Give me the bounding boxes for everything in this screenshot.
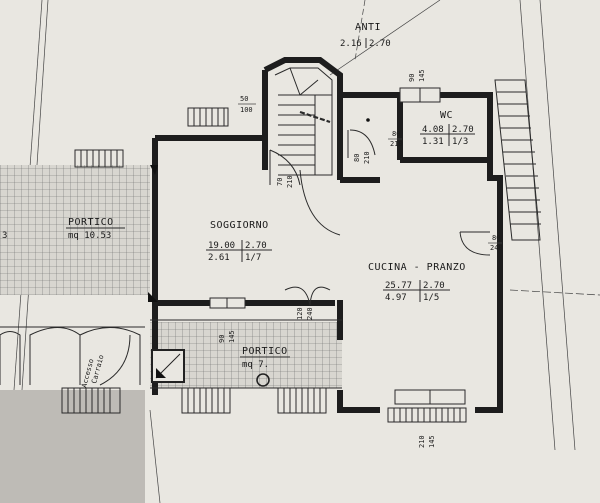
edge-number: 3 bbox=[2, 231, 7, 241]
portico-left-tiles bbox=[0, 165, 150, 295]
cucina-label: CUCINA - PRANZO bbox=[368, 262, 466, 273]
dim-soggiorno-window-h: 145 bbox=[228, 330, 236, 343]
soggiorno-m1: 19.00 bbox=[208, 241, 235, 251]
cucina-m3: 4.97 bbox=[385, 293, 407, 303]
dim-wc-door-w: 80 bbox=[392, 130, 400, 138]
soggiorno-m3: 2.61 bbox=[208, 253, 230, 263]
wc-m2: 2.70 bbox=[452, 125, 474, 135]
portico-bottom-label: PORTICO bbox=[242, 346, 288, 357]
cucina-m1: 25.77 bbox=[385, 281, 412, 291]
dim-wc-door-h: 210 bbox=[390, 140, 403, 148]
dim-wc-window-w: 90 bbox=[408, 74, 416, 82]
wc-m1: 4.08 bbox=[422, 125, 444, 135]
bottom-shadow bbox=[0, 390, 145, 503]
wc-label: WC bbox=[440, 110, 453, 121]
dim-soggiorno-window-w: 90 bbox=[218, 335, 226, 343]
fireplace-icon bbox=[148, 165, 270, 387]
cucina-m4: 1/5 bbox=[423, 293, 439, 303]
dim-top-left-h: 100 bbox=[240, 106, 253, 114]
staircase bbox=[274, 67, 341, 236]
dim-top-left-w: 50 bbox=[240, 95, 248, 103]
room-marker bbox=[366, 118, 370, 122]
windows bbox=[187, 87, 466, 405]
anti-label: ANTI bbox=[355, 22, 381, 33]
wc-m3: 1.31 bbox=[422, 137, 444, 147]
portico-bottom-area: mq 7. bbox=[242, 360, 269, 370]
dim-anti-door-w: 80 bbox=[353, 154, 361, 162]
cucina-m2: 2.70 bbox=[423, 281, 445, 291]
dim-cucina-window-w: 210 bbox=[418, 435, 426, 448]
door-swings bbox=[99, 129, 491, 386]
soggiorno-m2: 2.70 bbox=[245, 241, 267, 251]
dim-stair-door-h: 210 bbox=[286, 175, 294, 188]
dim-stair-door-w: 70 bbox=[276, 178, 284, 186]
anti-m2: 2.70 bbox=[369, 39, 391, 49]
anti-m1: 2.16 bbox=[340, 39, 362, 49]
soggiorno-label: SOGGIORNO bbox=[210, 220, 269, 231]
dim-anti-door-h: 210 bbox=[363, 151, 371, 164]
portico-left-label: PORTICO bbox=[68, 217, 114, 228]
portico-left-area: mq 10.53 bbox=[68, 231, 111, 241]
dim-soggiorno-door-h: 240 bbox=[306, 307, 314, 320]
gate-arches bbox=[0, 326, 145, 385]
dim-soggiorno-door-w: 120 bbox=[296, 307, 304, 320]
dim-wc-window-h: 145 bbox=[418, 69, 426, 82]
soggiorno-m4: 1/7 bbox=[245, 253, 261, 263]
dim-cucina-window-h: 145 bbox=[428, 435, 436, 448]
dim-right-door-w: 80 bbox=[492, 234, 500, 242]
wc-m4: 1/3 bbox=[452, 137, 468, 147]
dim-right-door-h: 240 bbox=[490, 244, 503, 252]
